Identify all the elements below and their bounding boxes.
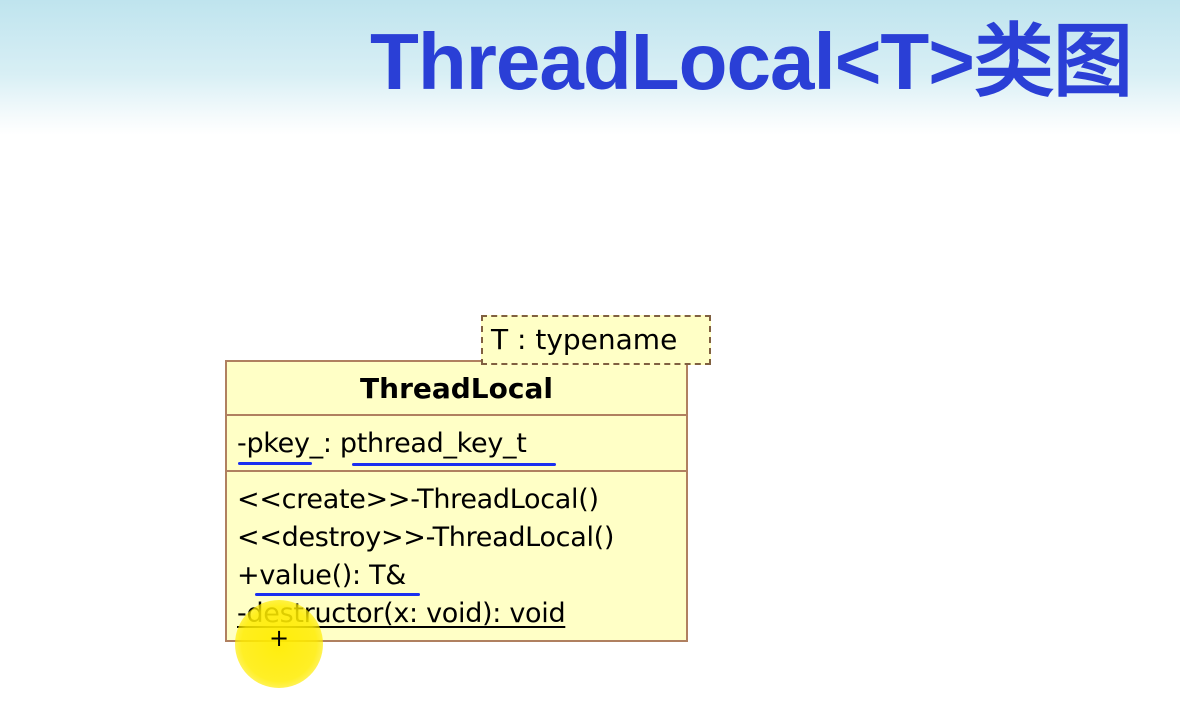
annotation-underline	[255, 593, 420, 596]
slide-header: ThreadLocal<T>类图	[0, 0, 1180, 135]
slide-title: ThreadLocal<T>类图	[370, 17, 1133, 106]
operation-item: <<create>>-ThreadLocal()	[237, 484, 599, 515]
attributes-compartment: -pkey_: pthread_key_t	[227, 416, 686, 472]
cursor-crosshair-icon: +	[269, 624, 290, 652]
operation-item: <<destroy>>-ThreadLocal()	[237, 522, 615, 553]
annotation-underline	[352, 463, 556, 466]
template-parameter-box: T : typename	[481, 315, 711, 365]
uml-class-box: ThreadLocal -pkey_: pthread_key_t <<crea…	[225, 360, 688, 642]
class-name: ThreadLocal	[227, 362, 686, 416]
annotation-underline	[238, 462, 312, 465]
attribute-item: -pkey_: pthread_key_t	[237, 428, 527, 459]
operation-item: +value(): T&	[237, 560, 407, 591]
cursor-highlight	[235, 600, 323, 688]
